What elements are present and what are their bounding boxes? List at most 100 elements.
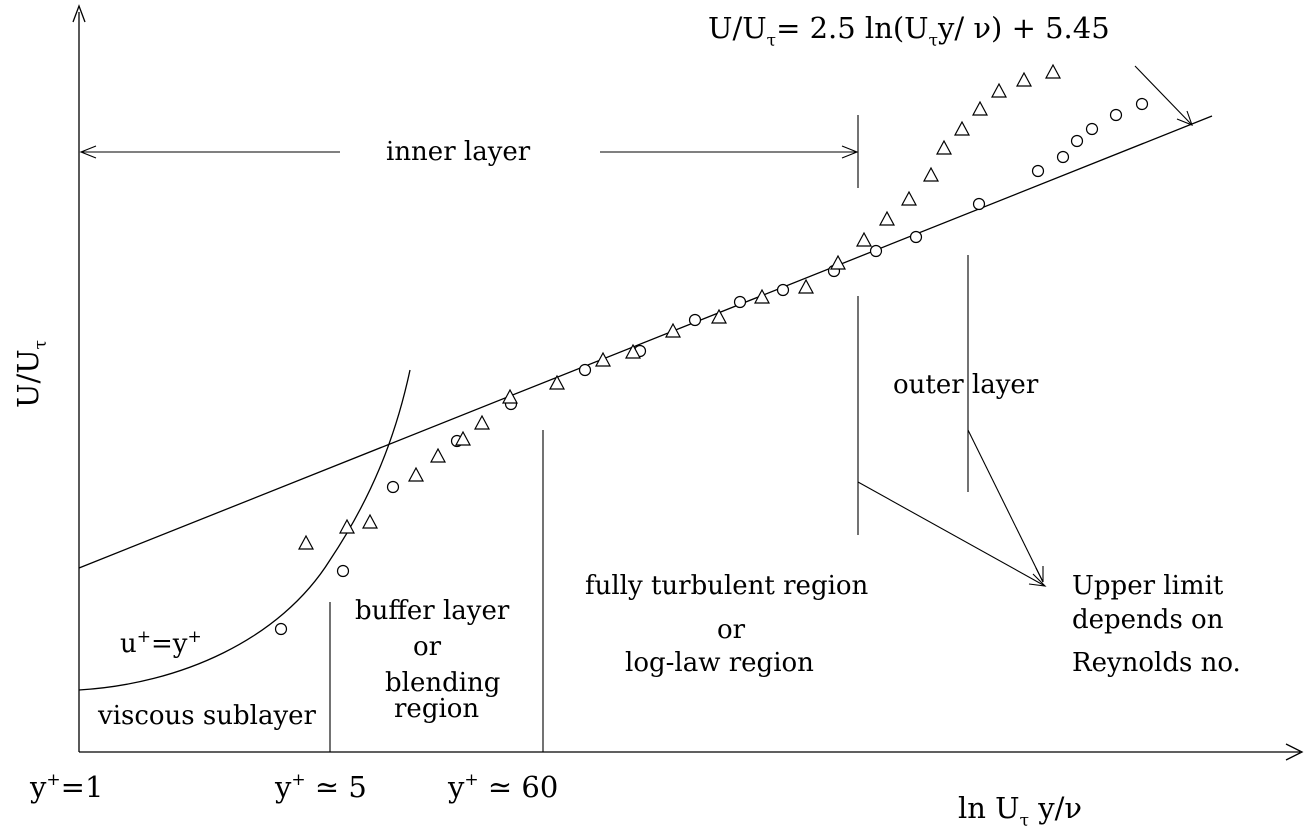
tick-y1-main: y xyxy=(29,770,47,804)
y-axis-label: U/Uτ xyxy=(11,340,51,408)
buffer-label-line3: blending xyxy=(385,668,500,698)
triangle-marker xyxy=(922,166,940,182)
triangle-marker xyxy=(594,351,612,367)
turbulent-label-line1: fully turbulent region xyxy=(585,571,869,601)
circle-markers xyxy=(274,97,1149,636)
tick-label-y5: y+ ≃ 5 xyxy=(274,770,367,804)
upper-limit-label-line3: Reynolds no. xyxy=(1072,648,1241,678)
region-dividers xyxy=(329,115,969,752)
buffer-label-line1: buffer layer xyxy=(355,596,510,626)
triangle-marker xyxy=(624,343,642,359)
y-axis-label-sub: τ xyxy=(31,340,51,349)
equation-rhs-sub: τ xyxy=(929,31,938,51)
upper-limit-label-line1: Upper limit xyxy=(1072,571,1224,601)
triangle-marker xyxy=(797,278,815,294)
equation-lhs: U/U xyxy=(708,11,767,45)
circle-marker xyxy=(1135,97,1149,111)
law-curves xyxy=(78,115,1213,691)
triangle-marker xyxy=(855,231,873,247)
tick-y60-sup: + xyxy=(464,770,478,790)
triangle-marker xyxy=(454,430,472,446)
triangle-marker xyxy=(935,139,953,155)
triangle-marker xyxy=(407,466,425,482)
triangle-marker xyxy=(971,100,989,116)
triangle-marker xyxy=(1044,63,1062,79)
triangle-marker xyxy=(710,308,728,324)
turbulent-label-line2: or xyxy=(717,615,746,645)
y-axis-arrowhead xyxy=(72,4,86,23)
circle-marker xyxy=(386,480,400,494)
circle-marker xyxy=(869,244,883,258)
linear-sublayer-curve xyxy=(78,369,411,691)
upper-limit-arrow-1 xyxy=(857,481,1046,587)
viscous-sublayer-label: viscous sublayer xyxy=(97,701,317,731)
tick-y60-main: y xyxy=(447,770,465,804)
equation-rhs-a: = 2.5 ln(U xyxy=(776,11,929,45)
linear-law-sup2: + xyxy=(187,627,201,647)
tick-y5-val: ≃ 5 xyxy=(306,770,367,804)
circle-marker xyxy=(336,564,350,578)
upper-limit-label-line2: depends on xyxy=(1072,605,1224,635)
triangle-marker xyxy=(338,518,356,534)
x-axis-label: ln Uτ y/ν xyxy=(958,791,1082,831)
circle-marker xyxy=(1109,108,1123,122)
circle-marker xyxy=(1085,122,1099,136)
buffer-label-line4: region xyxy=(394,694,479,724)
tick-label-y1: y+=1 xyxy=(29,770,103,804)
triangle-marker xyxy=(829,254,847,270)
log-law-line xyxy=(78,115,1213,569)
circle-marker xyxy=(1070,134,1084,148)
triangle-marker xyxy=(1015,71,1033,87)
buffer-label-line2: or xyxy=(413,632,442,662)
x-axis-label-b: y/ν xyxy=(1029,791,1082,825)
triangle-marker xyxy=(297,534,315,550)
circle-marker xyxy=(909,230,923,244)
upper-limit-arrow-2 xyxy=(967,429,1044,583)
inner-layer-arrow xyxy=(79,145,859,159)
inner-arrow-left-head xyxy=(79,145,97,159)
circle-marker xyxy=(1056,150,1070,164)
equation-arrow xyxy=(1134,65,1193,126)
upper-limit-arrow-2-head xyxy=(1035,566,1044,583)
triangle-marker xyxy=(953,120,971,136)
x-axis-label-a: ln U xyxy=(958,791,1020,825)
triangle-marker xyxy=(548,374,566,390)
equation-lhs-sub: τ xyxy=(767,31,776,51)
circle-marker xyxy=(688,313,702,327)
log-law-equation: U/Uτ= 2.5 ln(Uτy/ ν) + 5.45 xyxy=(708,11,1110,51)
linear-law-sup1: + xyxy=(137,627,151,647)
triangle-marker xyxy=(990,82,1008,98)
inner-arrow-right-head xyxy=(841,145,859,159)
triangle-marker xyxy=(501,388,519,404)
turbulent-label-line3: log-law region xyxy=(625,648,814,678)
tick-label-y60: y+ ≃ 60 xyxy=(447,770,558,804)
triangle-marker xyxy=(473,414,491,430)
circle-marker xyxy=(733,295,747,309)
circle-marker xyxy=(972,197,986,211)
triangle-marker xyxy=(878,210,896,226)
triangle-marker xyxy=(429,447,447,463)
circle-marker xyxy=(578,363,592,377)
inner-layer-label: inner layer xyxy=(386,137,531,167)
x-axis-label-sub: τ xyxy=(1020,811,1029,831)
pointer-arrows xyxy=(857,65,1193,587)
triangle-marker xyxy=(361,513,379,529)
upper-limit-arrow-1-head xyxy=(1028,573,1047,587)
linear-law-u: u xyxy=(120,629,137,659)
outer-layer-label: outer layer xyxy=(893,370,1039,400)
tick-y5-sup: + xyxy=(291,770,305,790)
linear-law-eq: =y xyxy=(151,629,188,659)
triangle-markers xyxy=(297,63,1062,550)
tick-y1-sup: + xyxy=(46,770,60,790)
tick-y1-val: =1 xyxy=(61,770,104,804)
triangle-marker xyxy=(664,322,682,338)
circle-marker xyxy=(274,622,288,636)
x-axis-arrowhead xyxy=(1285,743,1304,761)
axes xyxy=(72,4,1304,761)
circle-marker xyxy=(1031,164,1045,178)
tick-y5-main: y xyxy=(274,770,292,804)
y-axis-label-main: U/U xyxy=(11,349,45,408)
triangle-marker xyxy=(900,190,918,206)
linear-law-label: u+=y+ xyxy=(120,627,202,659)
